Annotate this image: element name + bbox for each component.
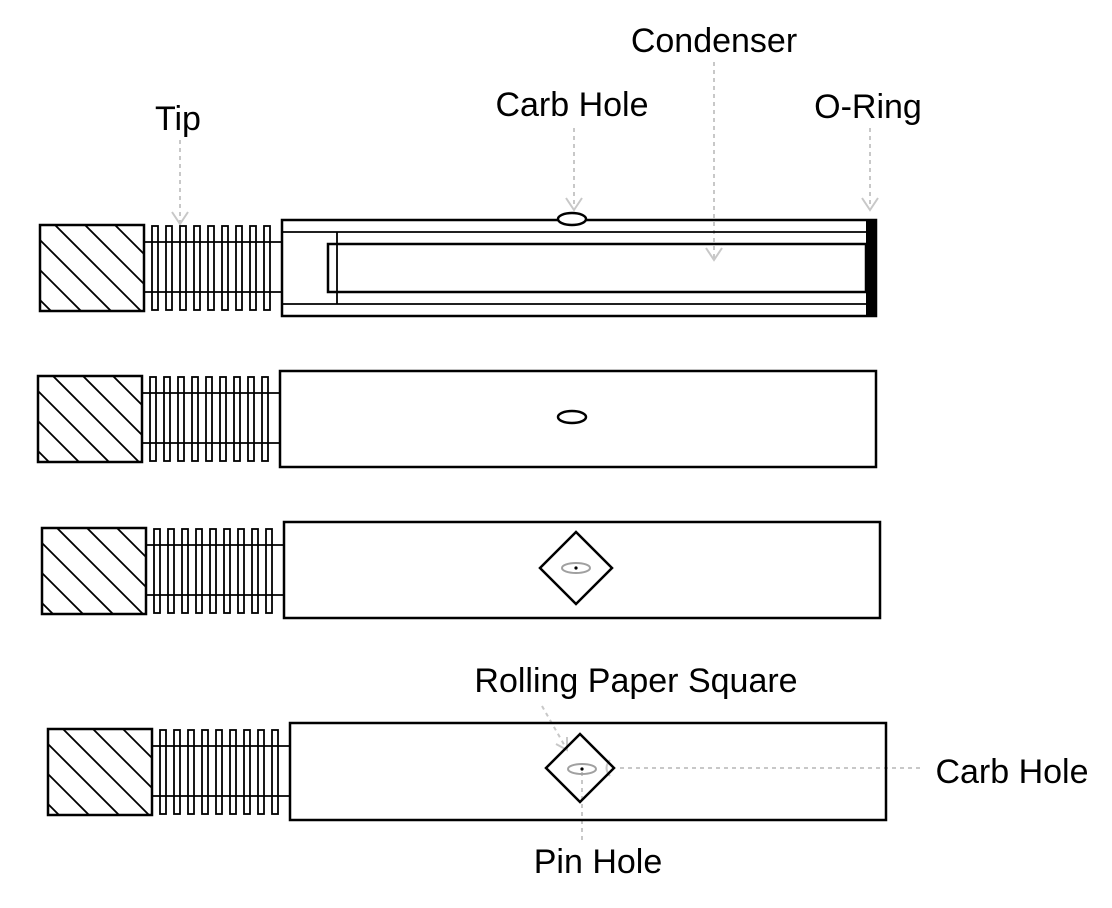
tip-filter-4 bbox=[46, 727, 154, 817]
tip-ridges-3 bbox=[146, 528, 284, 614]
carb-hole-1 bbox=[556, 211, 588, 227]
tip-ridges-1 bbox=[144, 225, 282, 311]
tube-body-4 bbox=[288, 721, 888, 822]
pin-hole-label: Pin Hole bbox=[534, 843, 663, 881]
pin-hole-3 bbox=[574, 566, 578, 570]
rolling-paper-square-label: Rolling Paper Square bbox=[474, 662, 797, 700]
pin-hole-4 bbox=[580, 767, 584, 771]
carb-hole-top-label: Carb Hole bbox=[495, 86, 648, 124]
pin-hole-ring-3 bbox=[561, 562, 591, 574]
tube-body-2 bbox=[278, 369, 878, 469]
carb-hole-2 bbox=[556, 409, 588, 425]
tip-ridges-4 bbox=[152, 729, 290, 815]
pipe-row-4 bbox=[46, 721, 888, 822]
tip-filter-3 bbox=[40, 526, 148, 616]
o-ring-1 bbox=[866, 220, 876, 316]
tip-ridges-2 bbox=[142, 376, 280, 462]
condenser-1 bbox=[326, 242, 868, 294]
tube-body-3 bbox=[282, 520, 882, 620]
condenser-label: Condenser bbox=[631, 22, 797, 60]
carb-hole-side-label: Carb Hole bbox=[935, 753, 1088, 791]
rolling-paper-square-4 bbox=[544, 732, 616, 804]
tube-body-1 bbox=[280, 218, 878, 318]
pipe-row-3 bbox=[40, 520, 882, 620]
o-ring-label: O-Ring bbox=[814, 88, 922, 126]
rolling-paper-square-3 bbox=[538, 530, 614, 606]
pipe-row-2 bbox=[36, 369, 878, 469]
tip-filter-2 bbox=[36, 374, 144, 464]
pipe-row-1-cutaway bbox=[38, 211, 878, 318]
pin-hole-ring-4 bbox=[567, 763, 597, 775]
tip-filter-1 bbox=[38, 223, 146, 313]
tip-label: Tip bbox=[155, 100, 201, 138]
